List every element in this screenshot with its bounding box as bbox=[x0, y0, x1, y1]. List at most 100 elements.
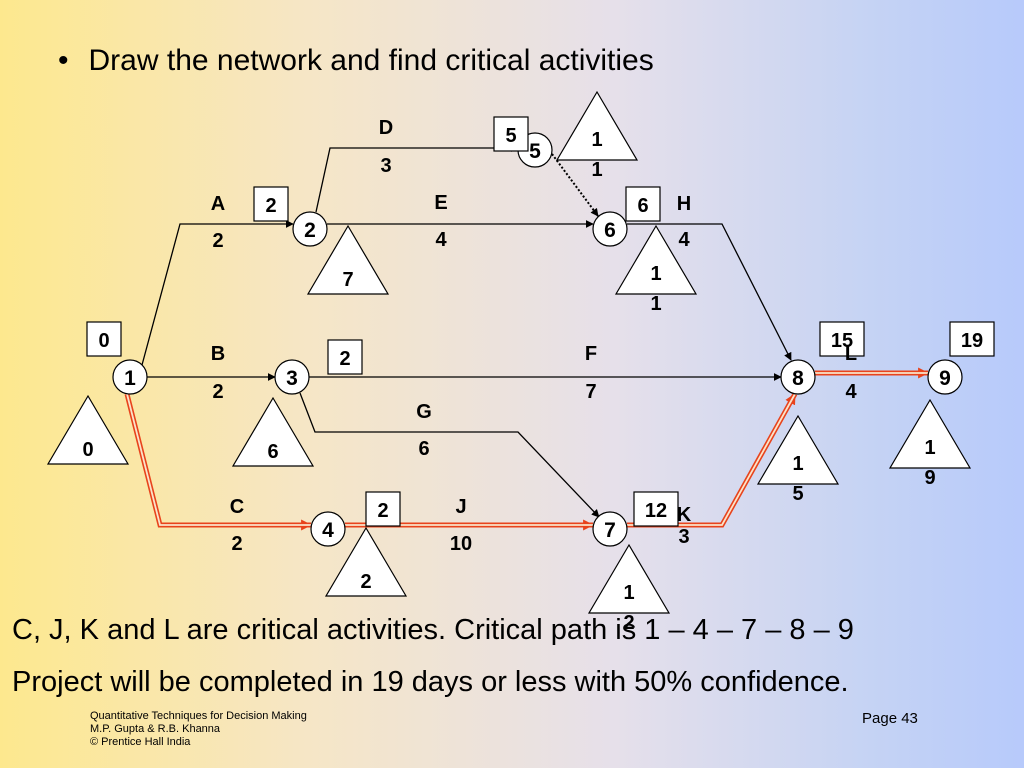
node-9-number: 9 bbox=[939, 367, 951, 390]
node-3-latest-triangle bbox=[231, 396, 315, 467]
activity-b-duration: 2 bbox=[212, 381, 223, 403]
footer-credits: Quantitative Techniques for Decision Mak… bbox=[90, 710, 307, 749]
node-9-earliest-box bbox=[949, 321, 995, 357]
activity-h-label: H bbox=[677, 193, 691, 215]
footer-book-title: Quantitative Techniques for Decision Mak… bbox=[90, 710, 307, 722]
node-6-latest-digit: 1 bbox=[650, 263, 661, 285]
activity-c-label: C bbox=[230, 496, 244, 518]
activity-f-duration: 7 bbox=[585, 381, 596, 403]
activity-k-duration: 3 bbox=[678, 526, 689, 548]
activity-a-arrow bbox=[141, 220, 294, 366]
node-2-latest-time: 7 bbox=[342, 269, 353, 291]
activity-h-arrow bbox=[627, 223, 792, 361]
node-6 bbox=[592, 211, 628, 247]
activity-j-label: J bbox=[455, 496, 466, 518]
activity-j-duration: 10 bbox=[450, 533, 472, 555]
node-8 bbox=[780, 359, 816, 395]
activity-l-label: L bbox=[845, 343, 857, 365]
completion-summary: Project will be completed in 19 days or … bbox=[12, 666, 849, 698]
node-9-latest-digit: 1 bbox=[924, 437, 935, 459]
node-5-latest-time: 11 bbox=[591, 129, 602, 181]
node-5-earliest-time: 5 bbox=[505, 125, 516, 147]
activity-d-label: D bbox=[379, 117, 393, 139]
node-2-earliest-time: 2 bbox=[265, 195, 276, 217]
activity-c-arrow-highlight bbox=[126, 393, 311, 526]
activity-dummy-arrow bbox=[551, 153, 599, 217]
node-6-earliest-time: 6 bbox=[637, 195, 648, 217]
node-9-latest-triangle bbox=[888, 398, 972, 469]
node-6-latest-digit: 1 bbox=[650, 293, 661, 315]
activity-a-label: A bbox=[211, 193, 225, 215]
node-3-number: 3 bbox=[286, 367, 298, 390]
node-1-earliest-time: 0 bbox=[98, 330, 109, 352]
activity-g-arrow bbox=[299, 392, 600, 518]
node-6-latest-time: 11 bbox=[650, 263, 661, 315]
node-8-earliest-box bbox=[819, 321, 865, 357]
node-2-latest-digit: 7 bbox=[342, 269, 353, 291]
node-8-latest-digit: 1 bbox=[792, 453, 803, 475]
heading-text: Draw the network and find critical activ… bbox=[88, 44, 654, 77]
node-6-latest-triangle bbox=[614, 224, 698, 295]
activity-h-duration: 4 bbox=[678, 229, 690, 251]
node-5-latest-digit: 1 bbox=[591, 129, 602, 151]
node-1-latest-digit: 0 bbox=[82, 439, 93, 461]
activity-f-label: F bbox=[585, 343, 597, 365]
node-7-earliest-time: 12 bbox=[645, 500, 667, 522]
node-7 bbox=[592, 511, 628, 547]
node-3-latest-digit: 6 bbox=[267, 441, 278, 463]
activity-l-duration: 4 bbox=[845, 381, 857, 403]
node-8-latest-time: 15 bbox=[792, 453, 803, 505]
node-5-latest-triangle bbox=[555, 90, 639, 161]
node-1-latest-triangle bbox=[46, 394, 130, 465]
node-5-latest-digit: 1 bbox=[591, 159, 602, 181]
node-9-earliest-time: 19 bbox=[961, 330, 983, 352]
node-5-number: 5 bbox=[529, 140, 541, 163]
node-8-latest-triangle bbox=[756, 414, 840, 485]
node-7-earliest-box bbox=[633, 491, 679, 527]
node-2-earliest-box bbox=[253, 186, 289, 222]
activity-e-duration: 4 bbox=[435, 229, 447, 251]
node-8-number: 8 bbox=[792, 367, 804, 390]
node-4-number: 4 bbox=[322, 519, 334, 542]
node-4 bbox=[310, 511, 346, 547]
activity-a-duration: 2 bbox=[212, 230, 223, 252]
page-number: Page 43 bbox=[862, 710, 918, 727]
node-7-latest-triangle bbox=[587, 543, 671, 614]
node-2-latest-triangle bbox=[306, 224, 390, 295]
node-2 bbox=[292, 211, 328, 247]
activity-d-duration: 3 bbox=[380, 155, 391, 177]
node-7-latest-time: 12 bbox=[623, 582, 634, 634]
activity-k-label: K bbox=[677, 504, 692, 526]
activity-b-label: B bbox=[211, 343, 225, 365]
node-8-earliest-time: 15 bbox=[831, 330, 853, 352]
node-5-earliest-box bbox=[493, 116, 529, 152]
footer-authors: M.P. Gupta & R.B. Khanna bbox=[90, 723, 221, 735]
node-6-number: 6 bbox=[604, 219, 616, 242]
node-4-latest-time: 2 bbox=[360, 571, 371, 593]
heading: • Draw the network and find critical acti… bbox=[58, 44, 654, 78]
node-9-latest-digit: 9 bbox=[924, 467, 935, 489]
bullet-glyph: • bbox=[58, 44, 69, 77]
node-3 bbox=[274, 359, 310, 395]
node-6-earliest-box bbox=[625, 186, 661, 222]
node-3-earliest-time: 2 bbox=[339, 348, 350, 370]
footer-publisher: © Prentice Hall India bbox=[90, 736, 191, 748]
node-1-earliest-box bbox=[86, 321, 122, 357]
activity-g-label: G bbox=[416, 401, 432, 423]
critical-activities-summary: C, J, K and L are critical activities. C… bbox=[12, 614, 854, 646]
node-2-number: 2 bbox=[304, 219, 316, 242]
node-1-number: 1 bbox=[124, 367, 136, 390]
node-1-latest-time: 0 bbox=[82, 439, 93, 461]
node-7-latest-digit: 2 bbox=[623, 612, 634, 634]
activity-e-label: E bbox=[434, 192, 447, 214]
node-9 bbox=[927, 359, 963, 395]
node-4-earliest-time: 2 bbox=[377, 500, 388, 522]
node-3-earliest-box bbox=[327, 339, 363, 375]
node-7-latest-digit: 1 bbox=[623, 582, 634, 604]
node-4-earliest-box bbox=[365, 491, 401, 527]
node-4-latest-digit: 2 bbox=[360, 571, 371, 593]
activity-d-arrow bbox=[315, 144, 519, 213]
node-4-latest-triangle bbox=[324, 526, 408, 597]
node-9-latest-time: 19 bbox=[924, 437, 935, 489]
